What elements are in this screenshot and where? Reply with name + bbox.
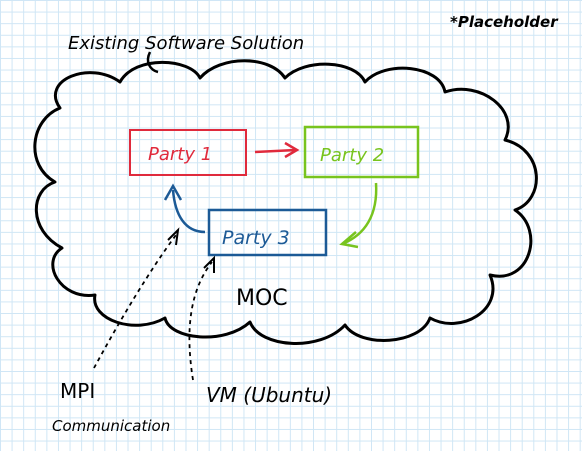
cloud-label-moc: MOC <box>236 286 288 311</box>
arrowhead-party3 <box>339 231 359 249</box>
party-1-label: Party 1 <box>148 144 212 165</box>
mpi-sublabel: Communication <box>52 417 170 435</box>
diagram-title: Existing Software Solution <box>68 33 304 54</box>
arrowhead-party2 <box>284 141 300 159</box>
cloud-outline <box>33 59 538 345</box>
arrowhead-party1 <box>163 183 183 201</box>
vm-arrowhead <box>203 255 215 273</box>
mpi-dashed-arrow <box>93 234 177 369</box>
vm-label: VM (Ubuntu) <box>206 383 332 407</box>
mpi-label: MPI <box>60 379 95 403</box>
party-3-label: Party 3 <box>222 227 290 249</box>
arrow-party1-to-party2 <box>254 148 297 154</box>
party-2-label: Party 2 <box>320 145 384 166</box>
arrow-party2-to-party3 <box>341 182 378 246</box>
mpi-arrowhead <box>167 227 180 246</box>
arrow-party3-to-party1 <box>171 189 206 234</box>
cloud-tail <box>146 51 159 74</box>
placeholder-note: *Placeholder <box>450 13 559 31</box>
party-3-box <box>207 208 328 257</box>
party-2-box <box>303 125 420 179</box>
vm-dashed-arrow <box>188 261 213 381</box>
party-1-box <box>129 129 247 176</box>
